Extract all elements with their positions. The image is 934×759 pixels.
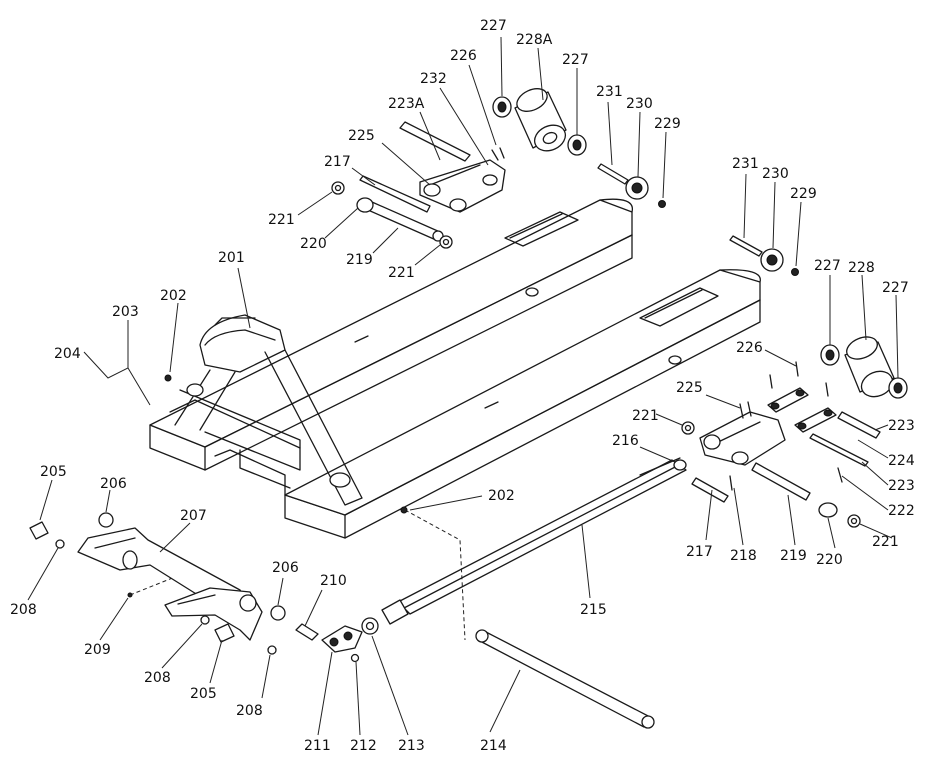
- label-202-left: 202: [160, 288, 187, 304]
- label-221-top-left: 221: [268, 212, 295, 228]
- label-207: 207: [180, 508, 207, 524]
- label-217-top: 217: [324, 154, 351, 170]
- label-221-right-b: 221: [872, 534, 899, 550]
- handle-base-assembly: [29, 374, 408, 663]
- label-231-right: 231: [732, 156, 759, 172]
- label-223a: 223A: [388, 96, 425, 112]
- label-208-middle: 208: [144, 670, 171, 686]
- label-221-top-right: 221: [388, 265, 415, 281]
- label-205-bottom: 205: [190, 686, 217, 702]
- label-216: 216: [612, 433, 639, 449]
- label-227-right-b: 227: [882, 280, 909, 296]
- label-232: 232: [420, 71, 447, 87]
- label-204: 204: [54, 346, 81, 362]
- label-201: 201: [218, 250, 245, 266]
- label-229-top: 229: [654, 116, 681, 132]
- label-208-left: 208: [10, 602, 37, 618]
- label-205-left: 205: [40, 464, 67, 480]
- label-223-right-b: 223: [888, 478, 915, 494]
- label-212: 212: [350, 738, 377, 754]
- label-230-top: 230: [626, 96, 653, 112]
- label-230-right: 230: [762, 166, 789, 182]
- label-226-right: 226: [736, 340, 763, 356]
- top-wheel-assembly: [331, 88, 666, 249]
- label-226-top: 226: [450, 48, 477, 64]
- label-225-right: 225: [676, 380, 703, 396]
- main-frame-201: [149, 198, 761, 539]
- label-208-bottom: 208: [236, 703, 263, 719]
- label-227-top-left: 227: [480, 18, 507, 34]
- label-215: 215: [580, 602, 607, 618]
- label-231-top: 231: [596, 84, 623, 100]
- label-222: 222: [888, 503, 915, 519]
- part-number-labels: 227 228A 227 226 232 223A 225 217 221 22…: [10, 18, 915, 754]
- label-227-top-right: 227: [562, 52, 589, 68]
- label-211: 211: [304, 738, 331, 754]
- label-206-right: 206: [272, 560, 299, 576]
- label-214: 214: [480, 738, 507, 754]
- label-209: 209: [84, 642, 111, 658]
- label-227-right-a: 227: [814, 258, 841, 274]
- label-213: 213: [398, 738, 425, 754]
- label-219-top: 219: [346, 252, 373, 268]
- push-rod-assembly: [129, 457, 687, 729]
- label-220-right: 220: [816, 552, 843, 568]
- label-223-right-a: 223: [888, 418, 915, 434]
- label-220-top: 220: [300, 236, 327, 252]
- label-202-center: 202: [488, 488, 515, 504]
- label-219-right: 219: [780, 548, 807, 564]
- label-228a: 228A: [516, 32, 553, 48]
- label-218: 218: [730, 548, 757, 564]
- label-228: 228: [848, 260, 875, 276]
- leader-lines: [27, 36, 899, 736]
- label-229-right: 229: [790, 186, 817, 202]
- label-224: 224: [888, 453, 915, 469]
- label-225-top: 225: [348, 128, 375, 144]
- label-217-right: 217: [686, 544, 713, 560]
- label-206-left: 206: [100, 476, 127, 492]
- label-210: 210: [320, 573, 347, 589]
- label-221-right-a: 221: [632, 408, 659, 424]
- label-203: 203: [112, 304, 139, 320]
- right-wheel-assembly: [681, 235, 908, 528]
